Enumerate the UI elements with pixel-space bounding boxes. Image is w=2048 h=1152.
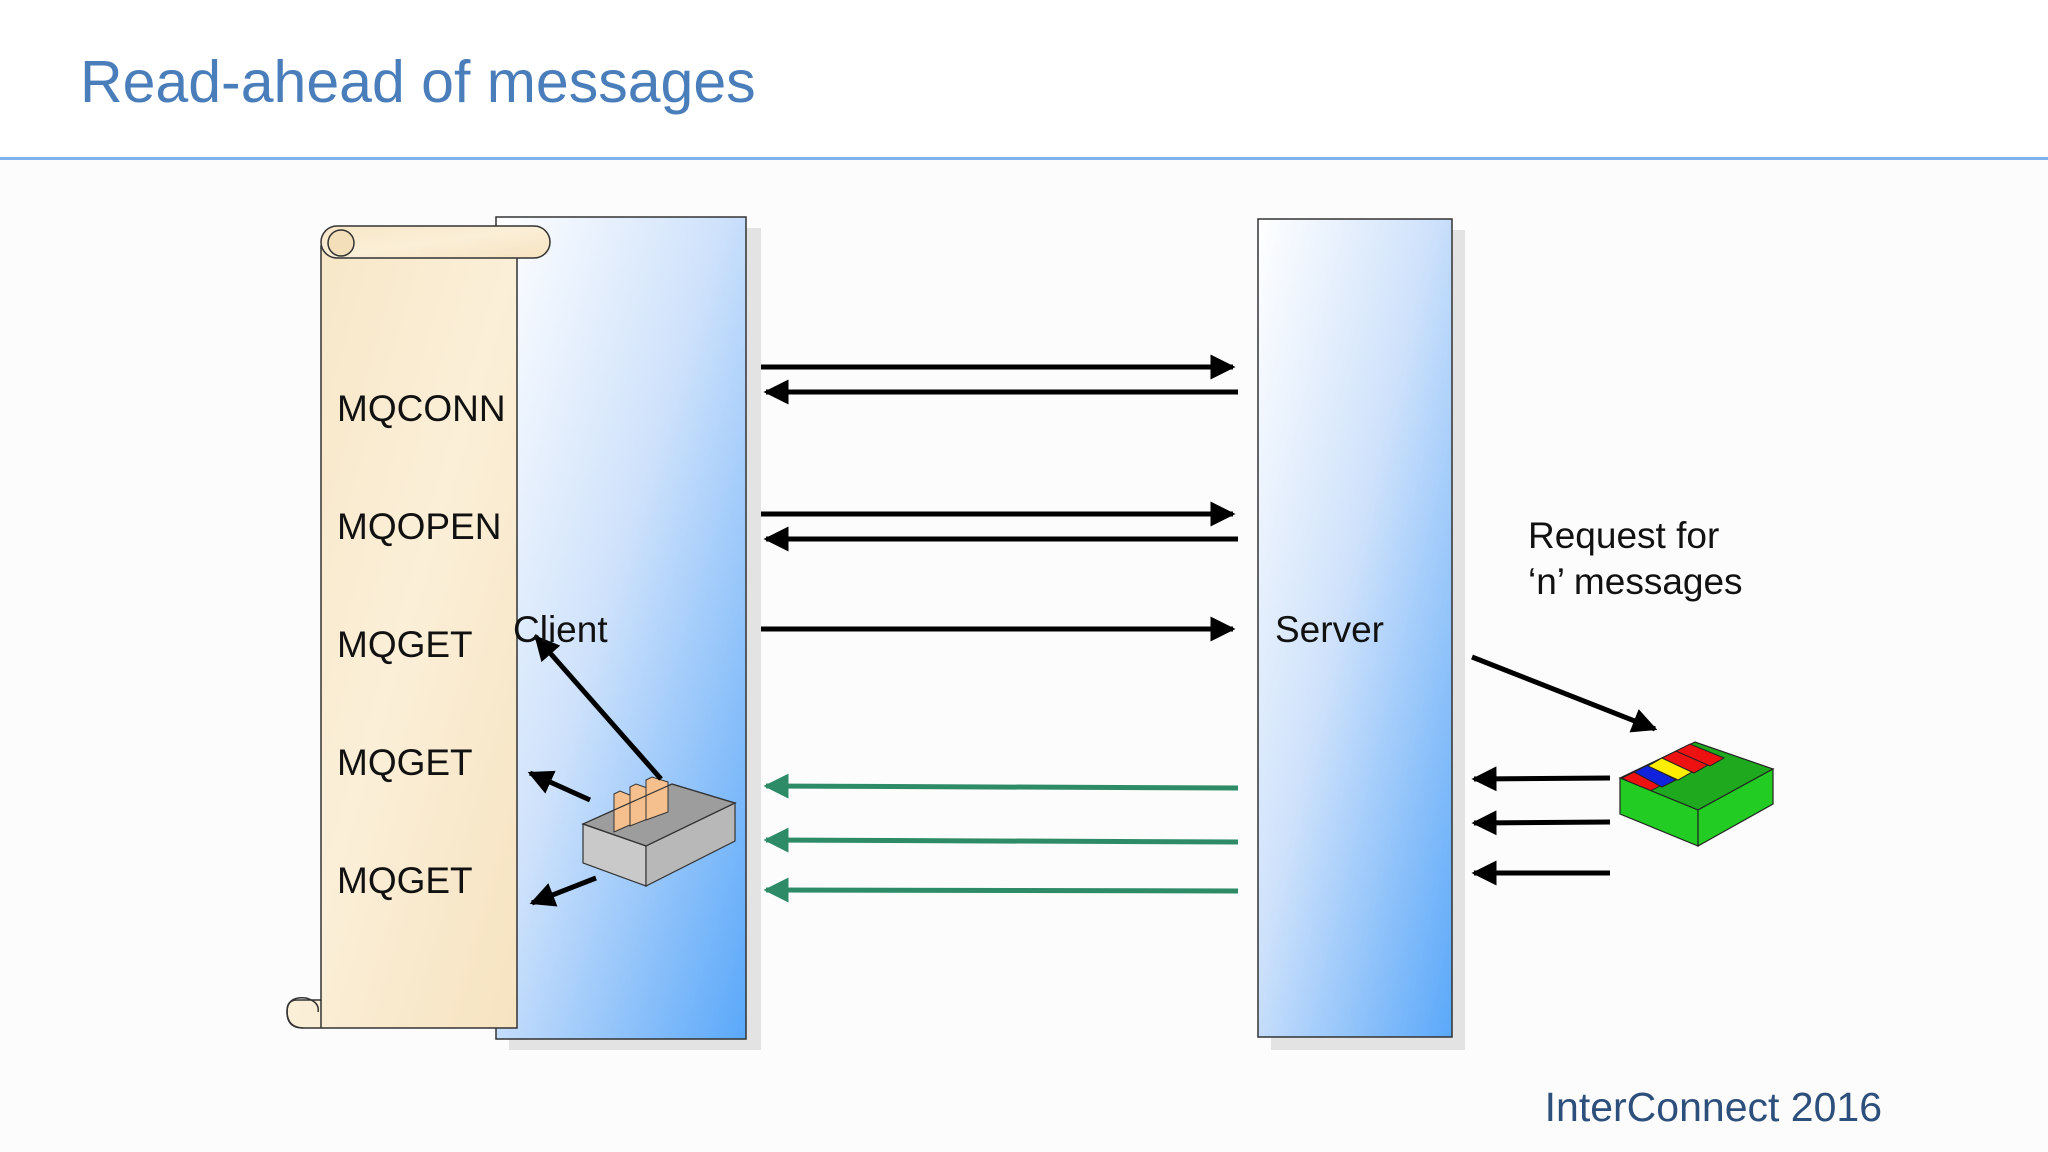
buffer-to-mqget-arrow-1 (527, 770, 592, 803)
scroll-call-mqget-1: MQGET (337, 624, 473, 665)
server-label: Server (1275, 609, 1384, 650)
scroll-call-mqopen: MQOPEN (337, 506, 502, 547)
streamed-message-arrow-3 (763, 877, 1239, 903)
server-reply-arrow-1 (1471, 766, 1611, 792)
request-label-line-1: Request for (1528, 515, 1720, 556)
streamed-message-arrow-2 (763, 827, 1239, 853)
streamed-message-arrow-1 (763, 773, 1239, 799)
request-label-line-2: ‘n’ messages (1528, 561, 1743, 602)
client-label: Client (513, 609, 608, 650)
scroll-call-mqconn: MQCONN (337, 388, 506, 429)
title-divider (0, 157, 2048, 160)
slide-title: Read-ahead of messages (80, 49, 756, 115)
buffer-to-mqget-arrow-2 (529, 875, 597, 907)
scroll-shape (286, 225, 551, 1029)
scroll-call-mqget-2: MQGET (337, 742, 473, 783)
request-arrow (1471, 654, 1658, 733)
scroll-call-mqget-3: MQGET (337, 860, 473, 901)
buffer-to-client-arrow (534, 635, 663, 781)
client-buffer-box-icon (581, 776, 737, 887)
footer-brand: InterConnect 2016 (1544, 1084, 1882, 1130)
server-message-box-icon (1618, 741, 1775, 848)
server-column (1257, 218, 1465, 1050)
server-reply-arrow-2 (1471, 810, 1611, 836)
